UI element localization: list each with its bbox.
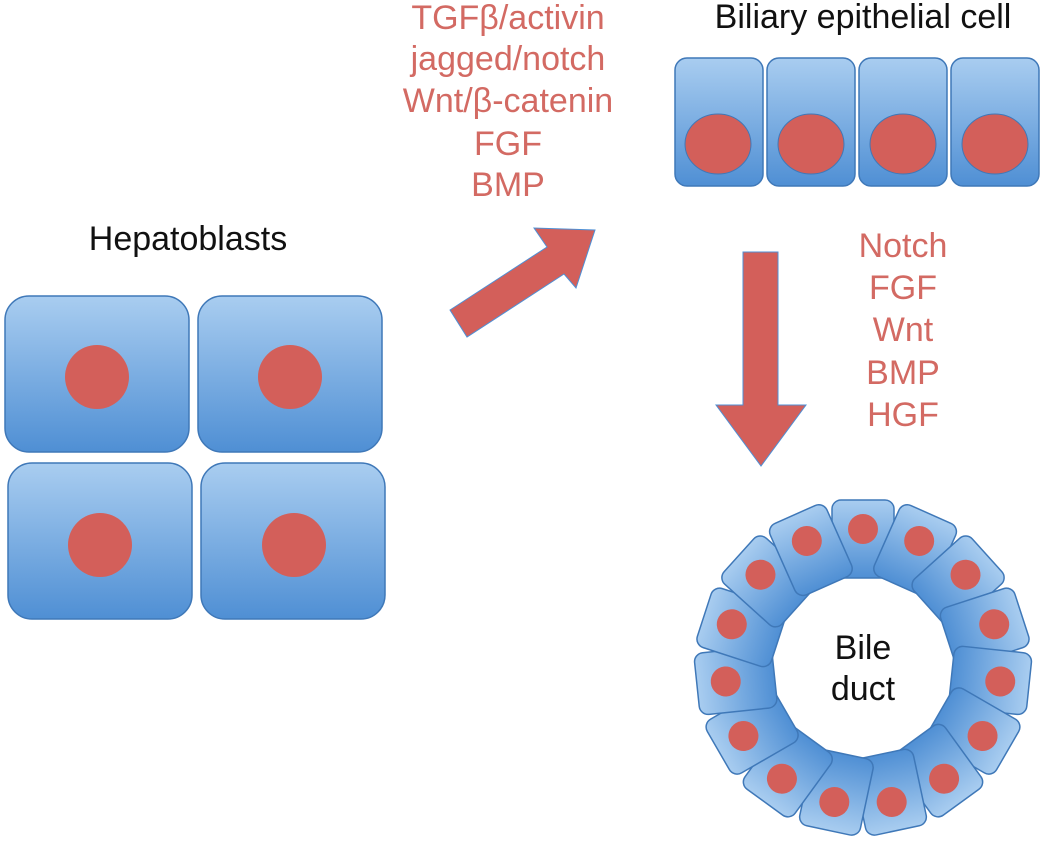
duct-cell-nucleus: [728, 721, 759, 751]
duct-cell-nucleus: [766, 763, 797, 794]
bile-duct-ring: [693, 499, 1033, 836]
duct-cell-nucleus: [791, 525, 822, 556]
duct-cell-nucleus: [716, 609, 747, 640]
hepatoblast-nucleus: [262, 513, 326, 577]
duct-cell-nucleus: [929, 763, 960, 794]
hepatoblast-nucleus: [68, 513, 132, 577]
differentiation-arrow-diagonal: [449, 227, 596, 338]
duct-cell: [893, 723, 984, 818]
signal-label: BMP: [471, 166, 545, 204]
signals-to-duct-list: Notch FGF Wnt BMP HGF: [859, 227, 948, 434]
signals-to-biliary-list: TGFβ/activin jagged/notch Wnt/β-catenin …: [403, 0, 613, 204]
duct-cell-nucleus: [950, 559, 981, 590]
duct-cell-nucleus: [985, 666, 1016, 697]
hepatoblast-cell-group: [4, 295, 386, 620]
signal-label: HGF: [867, 396, 939, 434]
biliary-cell-title: Biliary epithelial cell: [715, 0, 1012, 36]
duct-cell-nucleus: [848, 514, 878, 544]
hepatoblast-nucleus: [258, 345, 322, 409]
duct-cell-nucleus: [819, 786, 850, 817]
duct-cell: [768, 503, 853, 597]
signal-label: jagged/notch: [410, 40, 606, 78]
duct-cell-nucleus: [979, 609, 1010, 640]
biliary-nucleus: [777, 113, 845, 175]
signal-label: FGF: [869, 269, 937, 307]
duct-cell-nucleus: [876, 786, 907, 817]
duct-cell-nucleus: [710, 666, 741, 697]
signal-label: TGFβ/activin: [411, 0, 604, 37]
signal-label: Wnt: [873, 311, 934, 349]
hepatoblast-nucleus: [65, 345, 129, 409]
biliary-nucleus: [869, 113, 937, 175]
hepatoblasts-title: Hepatoblasts: [89, 220, 287, 258]
biliary-nucleus: [961, 113, 1029, 175]
signal-label: Notch: [859, 227, 948, 265]
biliary-nucleus: [684, 113, 752, 175]
signal-label: BMP: [866, 354, 940, 392]
biliary-cell-row: [674, 57, 1040, 187]
bile-duct-label-line2: duct: [831, 670, 896, 708]
signal-label: Wnt/β-catenin: [403, 82, 613, 120]
duct-cell-nucleus: [904, 525, 935, 556]
duct-cell-nucleus: [745, 559, 776, 590]
differentiation-arrow-down: [715, 251, 807, 467]
duct-cell-nucleus: [967, 721, 998, 751]
signal-label: FGF: [474, 125, 542, 163]
bile-duct-label-line1: Bile: [835, 629, 892, 667]
